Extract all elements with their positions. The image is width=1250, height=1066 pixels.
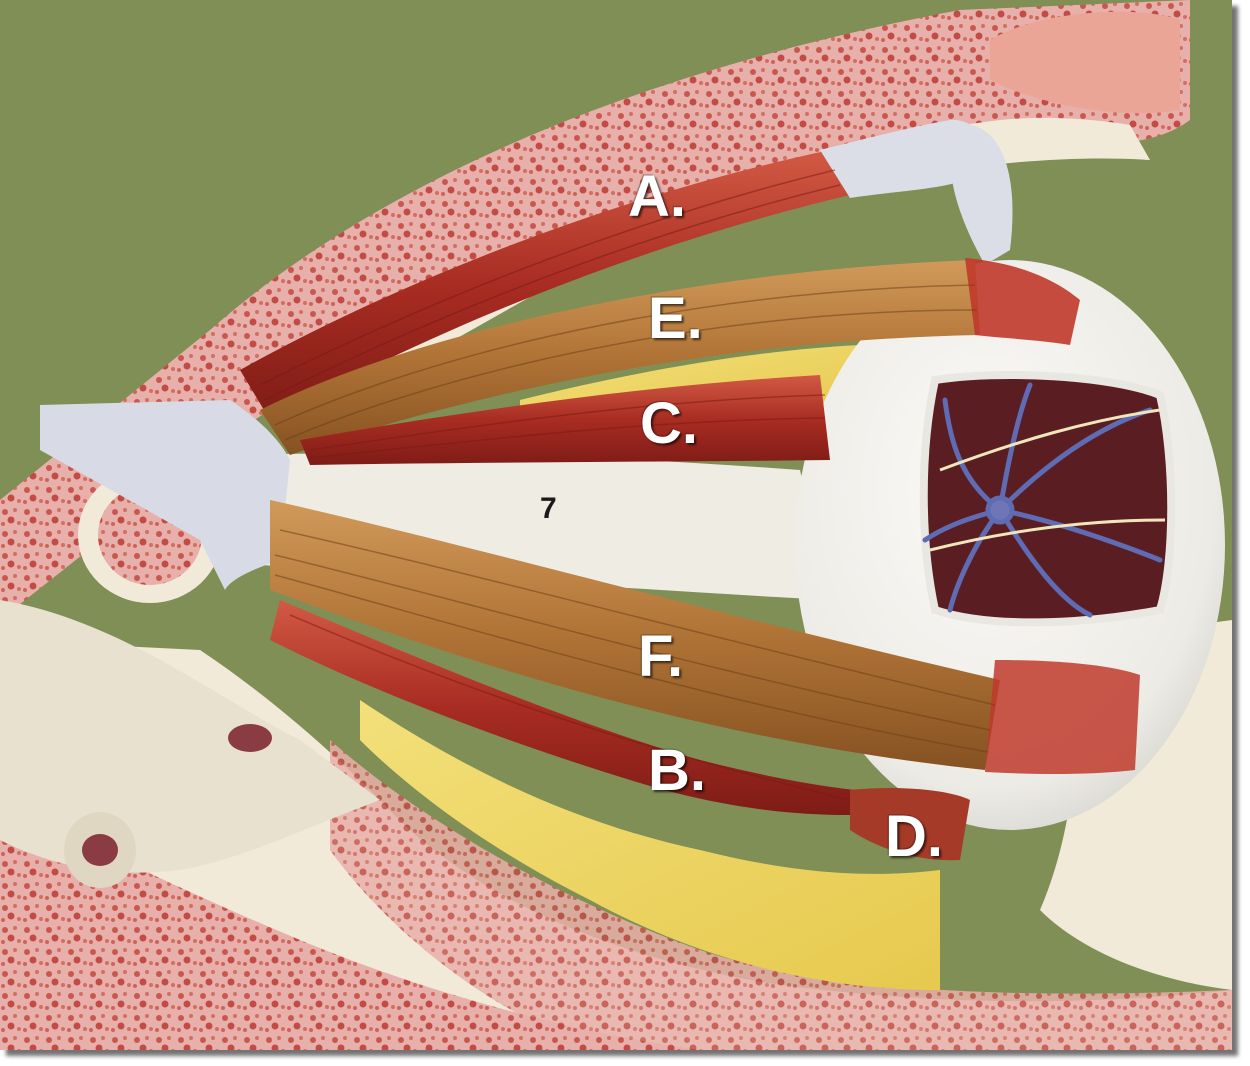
- muscle-a: [240, 150, 850, 420]
- muscle-f: [270, 500, 1000, 770]
- trochlea: [949, 123, 1013, 265]
- label-b: B.: [648, 738, 706, 803]
- eye-orbit-model-illustration: [0, 0, 1232, 1050]
- muscle-e: [260, 260, 980, 455]
- anatomy-image: A. E. C. 7 F. B. D.: [0, 0, 1232, 1050]
- retinal-vessels: [922, 382, 1163, 618]
- annulus-of-zinn: [40, 400, 290, 590]
- retina-window: [919, 371, 1176, 627]
- muscle-b: [270, 600, 855, 815]
- label-number-7: 7: [540, 492, 557, 525]
- label-c: C.: [640, 391, 698, 456]
- label-d: D.: [885, 804, 943, 869]
- label-e: E.: [648, 286, 703, 351]
- label-a: A.: [628, 164, 686, 229]
- muscle-c: [300, 375, 830, 465]
- muscle-a-tendon: [820, 119, 986, 198]
- orbital-fat: [360, 700, 940, 990]
- label-f: F.: [638, 624, 684, 689]
- muscle-e-insertion: [965, 258, 1080, 345]
- muscle-f-insertion: [985, 660, 1140, 775]
- muscle-d: [850, 788, 970, 861]
